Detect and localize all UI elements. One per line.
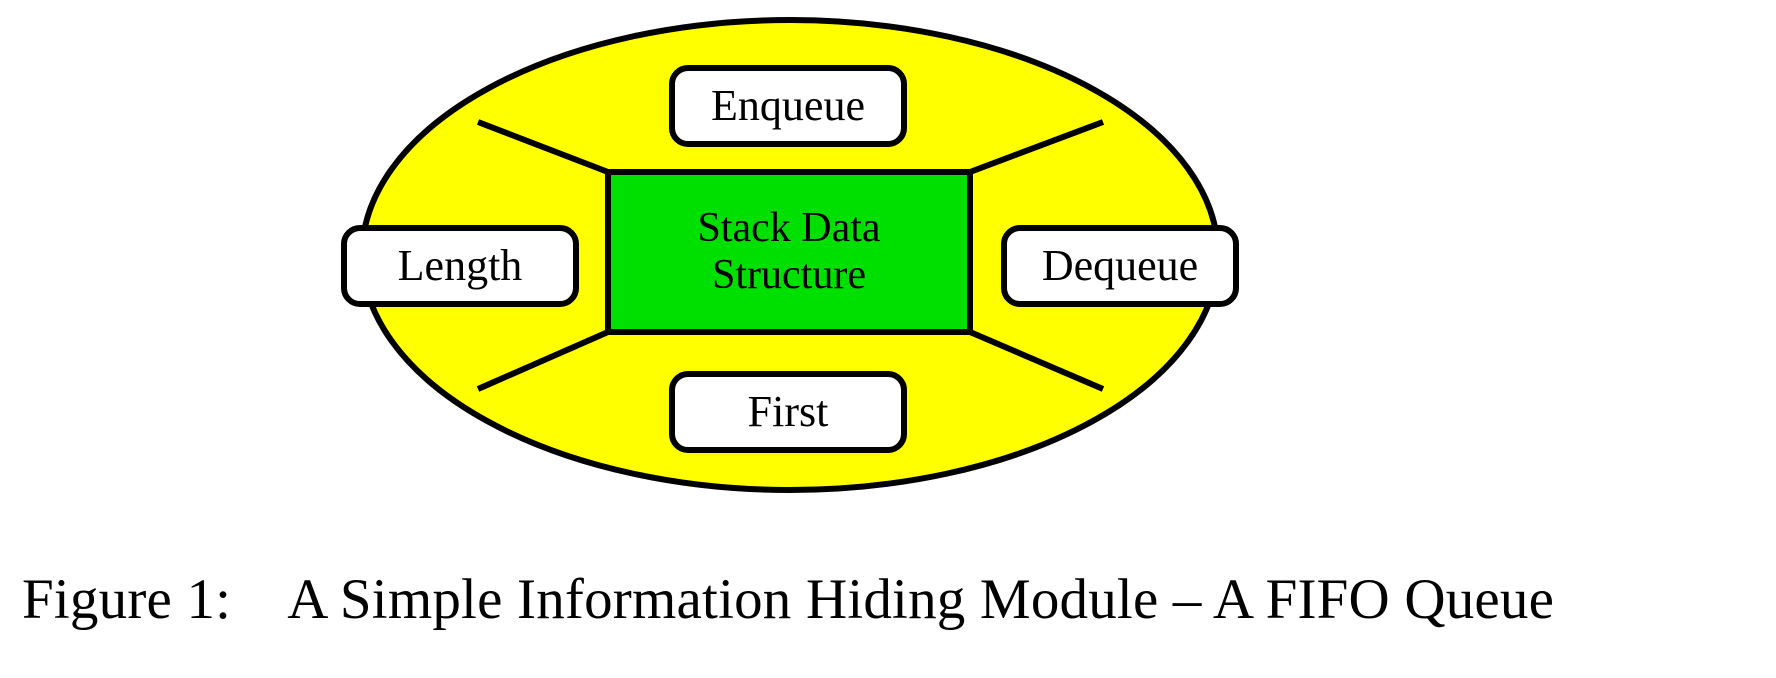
diagram-svg [341,17,1239,493]
figure-caption-text: A Simple Information Hiding Module – A F… [287,567,1555,631]
spoke-bottom-left-line [476,329,610,392]
figure-caption-label: Figure 1: [22,567,232,631]
operation-box-dequeue[interactable] [1001,225,1239,307]
operation-box-length[interactable] [341,225,579,307]
diagram-canvas: Enqueue Length Dequeue First Stack Data … [341,17,1239,493]
operation-box-first[interactable] [669,371,907,453]
spoke-top-left-line [476,119,610,175]
figure-caption: Figure 1: A Simple Information Hiding Mo… [0,520,1776,678]
operation-box-enqueue[interactable] [669,65,907,147]
core-data-structure-box[interactable] [605,169,973,335]
spoke-bottom-right-line [968,329,1105,392]
spoke-top-right-line [968,119,1105,175]
